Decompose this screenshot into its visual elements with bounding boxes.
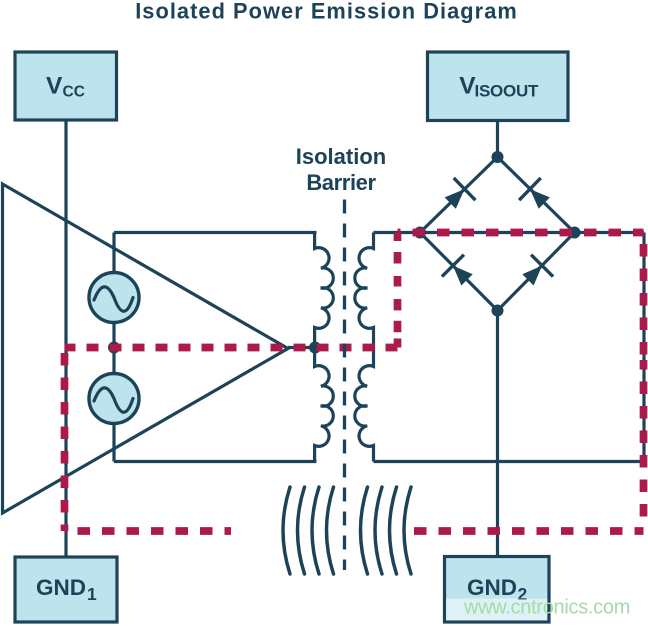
svg-text:2: 2 bbox=[518, 584, 528, 604]
svg-text:www.cntronics.com: www.cntronics.com bbox=[463, 597, 630, 619]
svg-text:GND: GND bbox=[36, 575, 86, 600]
svg-text:Barrier: Barrier bbox=[306, 170, 376, 195]
svg-text:Isolated Power Emission Diagra: Isolated Power Emission Diagram bbox=[135, 0, 518, 24]
svg-text:GND: GND bbox=[467, 575, 517, 600]
svg-text:ISOOUT: ISOOUT bbox=[475, 81, 540, 100]
svg-text:V: V bbox=[46, 73, 63, 100]
svg-text:V: V bbox=[459, 72, 476, 99]
svg-text:1: 1 bbox=[87, 584, 97, 604]
svg-text:Isolation: Isolation bbox=[296, 144, 386, 169]
svg-text:CC: CC bbox=[63, 84, 85, 101]
